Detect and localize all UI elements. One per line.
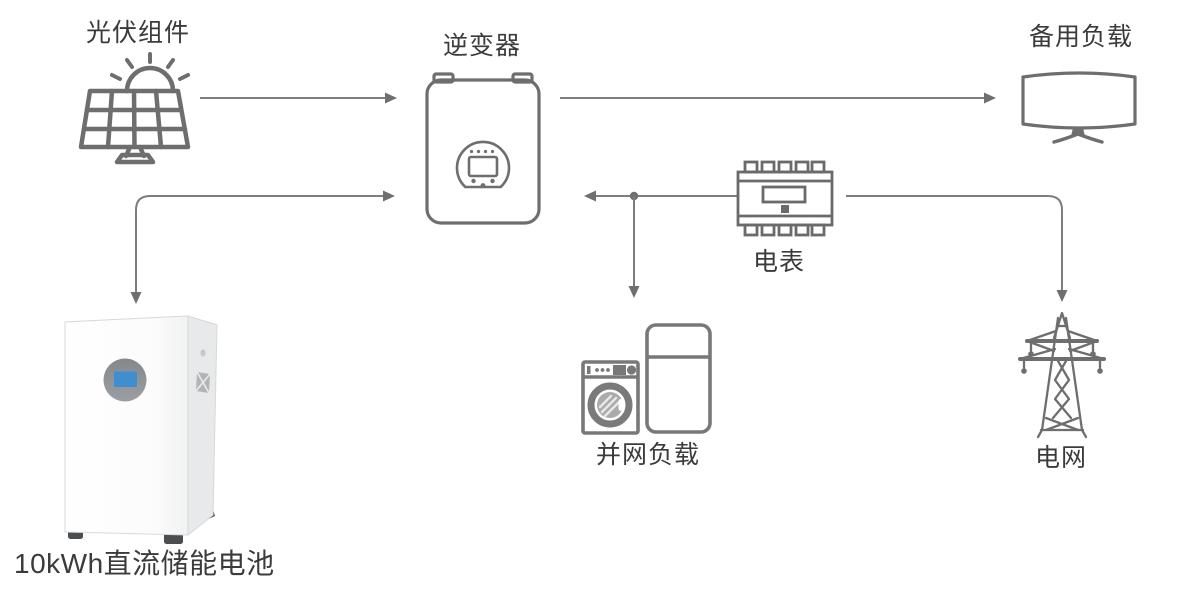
label-battery: 10kWh直流储能电池 — [14, 548, 275, 579]
connector-branch-to-grid-load — [628, 196, 640, 298]
transmission-tower-icon — [1018, 311, 1106, 439]
arrowhead-down-icon — [130, 292, 142, 304]
connector-meter-to-inverter — [584, 190, 738, 202]
label-grid: 电网 — [1035, 444, 1088, 472]
arrowhead-right-icon — [984, 92, 996, 104]
connector-pv-to-inverter — [200, 92, 397, 104]
junction-dot — [629, 191, 639, 201]
washer-fridge-icon — [581, 323, 712, 435]
curved-tv-icon — [1021, 71, 1137, 144]
washing-machine-icon — [581, 360, 640, 435]
label-meter: 电表 — [753, 248, 806, 276]
label-inverter: 逆变器 — [443, 32, 522, 60]
solar-panel-icon — [78, 52, 191, 165]
arrowhead-down-icon — [1056, 290, 1068, 302]
arrowhead-right-icon — [383, 190, 395, 202]
fridge-icon — [645, 323, 712, 434]
arrowhead-left-icon — [584, 190, 596, 202]
battery-unit-image — [64, 315, 218, 544]
label-pv-modules: 光伏组件 — [86, 19, 191, 47]
battery-side-face — [187, 315, 218, 537]
battery-side-port — [200, 349, 206, 357]
battery-screen — [114, 371, 137, 387]
arrowhead-down-icon — [628, 286, 640, 298]
inverter-icon — [425, 72, 541, 225]
energy-meter-icon — [736, 160, 834, 237]
label-grid-load: 并网负载 — [596, 441, 701, 469]
connector-inverter-to-backup-load — [560, 92, 996, 104]
arrowhead-right-icon — [385, 92, 397, 104]
connector-meter-to-grid — [846, 195, 1068, 302]
battery-front-face — [64, 315, 189, 536]
connector-inverter-to-battery — [130, 190, 395, 304]
label-backup-load: 备用负载 — [1029, 23, 1134, 51]
